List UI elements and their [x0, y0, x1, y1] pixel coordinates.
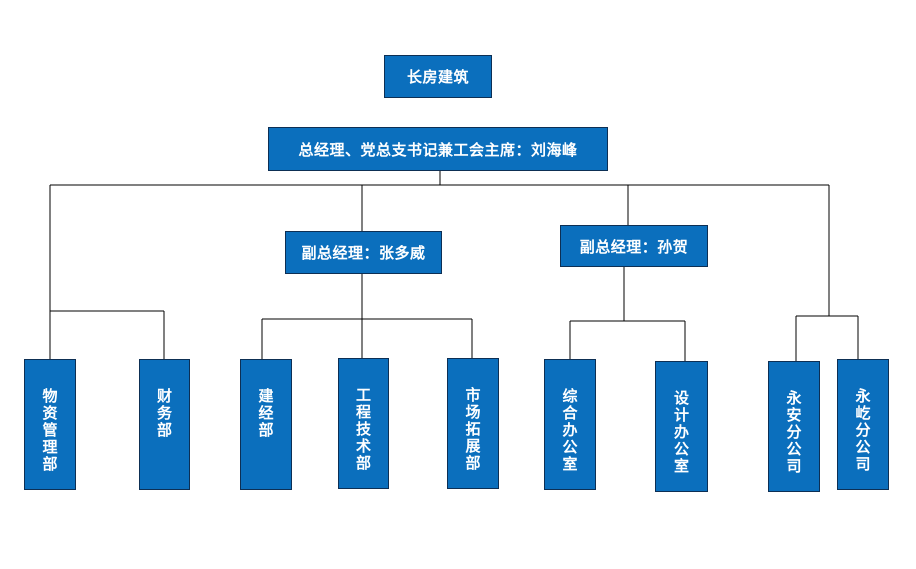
department-box-design-office: 设计办公室 [655, 361, 708, 492]
deputy-manager-label-1: 副总经理：张多威 [301, 244, 426, 262]
department-label-construction-economics: 建经部 [258, 387, 274, 439]
department-label-engineering: 工程技术部 [355, 386, 371, 472]
department-label-finance: 财务部 [156, 387, 172, 439]
department-label-market-development: 市场拓展部 [465, 386, 481, 472]
deputy-manager-box-1: 副总经理：张多威 [285, 231, 442, 274]
department-box-general-office: 综合办公室 [544, 359, 596, 490]
general-manager-box: 总经理、党总支书记兼工会主席：刘海峰 [268, 127, 608, 171]
department-box-yongyi-branch: 永屹分公司 [837, 359, 889, 490]
department-label-design-office: 设计办公室 [673, 389, 689, 475]
department-box-market-development: 市场拓展部 [447, 358, 499, 489]
department-label-yongyi-branch: 永屹分公司 [855, 387, 871, 473]
deputy-manager-label-2: 副总经理：孙贺 [579, 237, 689, 256]
department-label-general-office: 综合办公室 [562, 387, 578, 473]
root-company-label: 长房建筑 [406, 68, 469, 86]
department-box-materials: 物资管理部 [24, 359, 76, 490]
department-label-materials: 物资管理部 [42, 387, 58, 473]
department-label-yongan-branch: 永安分公司 [786, 389, 802, 475]
general-manager-label: 总经理、党总支书记兼工会主席：刘海峰 [298, 140, 578, 159]
deputy-manager-box-2: 副总经理：孙贺 [560, 225, 708, 267]
department-box-engineering: 工程技术部 [338, 358, 389, 489]
root-company-box: 长房建筑 [384, 55, 492, 98]
department-box-yongan-branch: 永安分公司 [768, 361, 820, 492]
department-box-finance: 财务部 [139, 359, 190, 490]
department-box-construction-economics: 建经部 [240, 359, 292, 490]
